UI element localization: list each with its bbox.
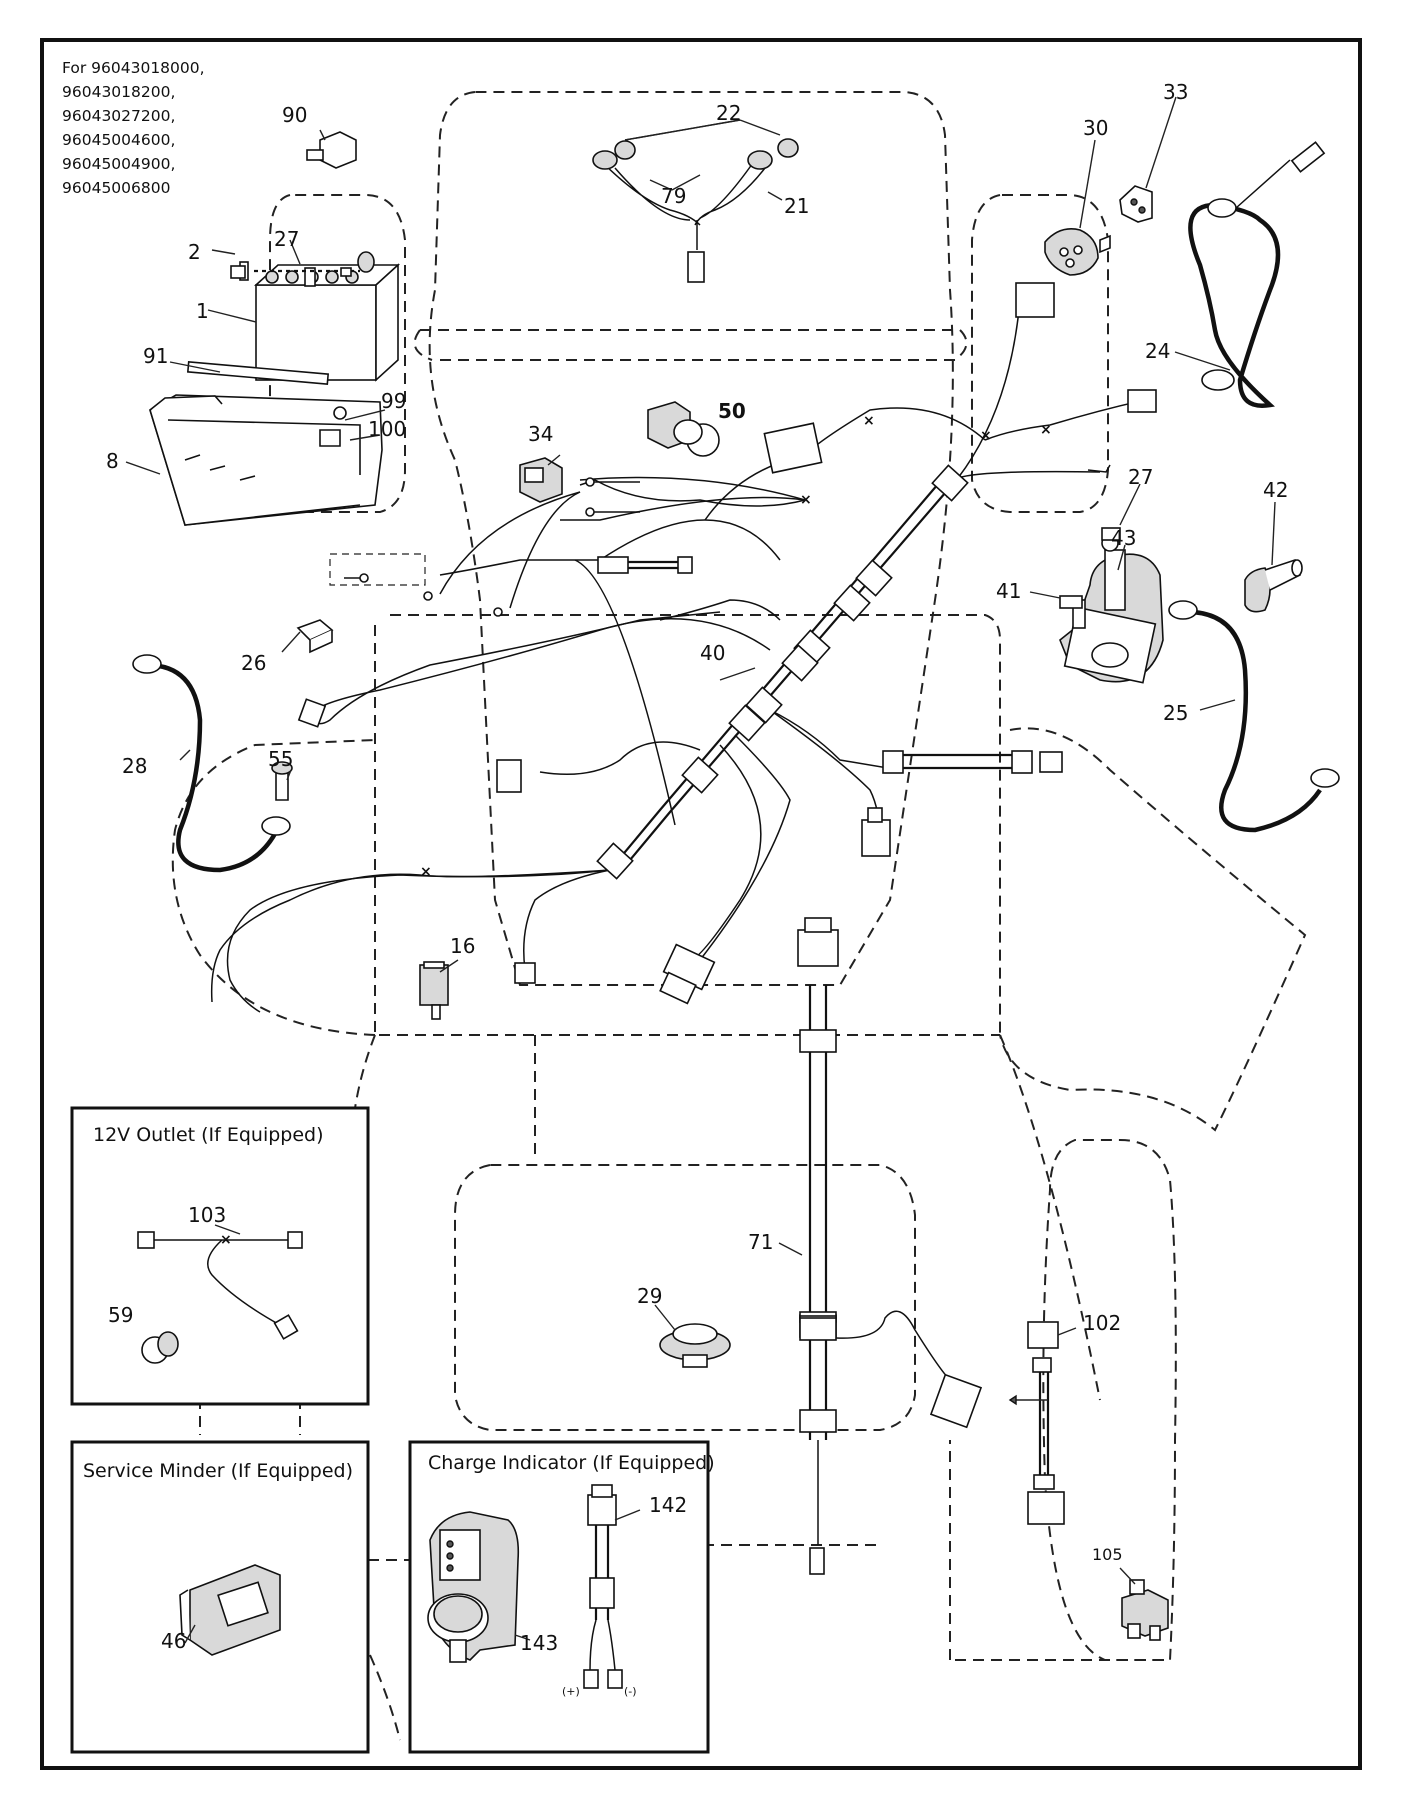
battery-cable-24 [1188, 141, 1326, 408]
callout-28: 28 [122, 754, 147, 778]
callout-43: 43 [1111, 526, 1136, 550]
svg-text:×: × [863, 413, 875, 429]
model-line: 96045006800 [62, 179, 171, 197]
callout-102: 102 [1083, 1311, 1121, 1335]
terminal-boot [1244, 558, 1303, 613]
svg-text:×: × [220, 1232, 232, 1248]
callout-numbers: 90 2 27 1 91 99 100 8 22 79 21 30 33 24 … [106, 80, 1288, 1655]
ignition-key [1119, 185, 1153, 223]
callout-42: 42 [1263, 478, 1288, 502]
ground-cable-28 [132, 654, 293, 873]
outlet-inset-title: 12V Outlet (If Equipped) [93, 1124, 324, 1146]
model-line: 96043018200, [62, 83, 176, 101]
battery-cable-25 [1168, 600, 1340, 833]
item-90-part [306, 131, 357, 169]
callout-30: 30 [1083, 116, 1108, 140]
callout-50: 50 [718, 399, 746, 423]
callout-71: 71 [748, 1230, 773, 1254]
callout-90: 90 [282, 103, 307, 127]
callout-79: 79 [661, 184, 686, 208]
callout-40: 40 [700, 641, 725, 665]
callout-27-battery: 27 [274, 227, 299, 251]
callout-105: 105 [1092, 1545, 1123, 1564]
fuse [296, 619, 334, 654]
item-105-part [1121, 1579, 1169, 1641]
svg-text:×: × [1040, 422, 1052, 438]
callout-8: 8 [106, 449, 119, 473]
callout-41: 41 [996, 579, 1021, 603]
negative-terminal-label: (-) [624, 1685, 637, 1698]
model-number-list: For 96043018000, 96043018200, 9604302720… [62, 56, 205, 200]
callout-2: 2 [188, 240, 201, 264]
battery-and-tray [149, 251, 401, 526]
callout-100: 100 [368, 417, 406, 441]
item-50-part [647, 401, 720, 457]
svg-text:×: × [980, 428, 992, 444]
leader-lines [125, 96, 1276, 1585]
callout-143: 143 [520, 1631, 558, 1655]
callout-34: 34 [528, 422, 553, 446]
callout-99: 99 [381, 389, 406, 413]
tractor-outline [171, 91, 1307, 1741]
callout-1: 1 [196, 299, 209, 323]
callout-21: 21 [784, 194, 809, 218]
callout-142: 142 [649, 1493, 687, 1517]
page-frame [40, 38, 1362, 1770]
callout-29: 29 [637, 1284, 662, 1308]
callout-27-solenoid: 27 [1128, 465, 1153, 489]
svg-text:×: × [800, 492, 812, 508]
main-wiring-harness: × × × × × [210, 282, 1157, 1013]
inset-charge-indicator: Charge Indicator (If Equipped) (+) (-) [408, 1440, 715, 1754]
callout-33: 33 [1163, 80, 1188, 104]
model-line: 96045004600, [62, 131, 176, 149]
item-29-part [659, 1323, 731, 1368]
callout-91: 91 [143, 344, 168, 368]
callout-103: 103 [188, 1203, 226, 1227]
callout-25: 25 [1163, 701, 1188, 725]
headlight-assembly [592, 138, 799, 283]
callout-59: 59 [108, 1303, 133, 1327]
ignition-switch [1044, 228, 1111, 276]
callout-22: 22 [716, 101, 741, 125]
item-102-harness [1008, 1321, 1065, 1525]
model-line: 96045004900, [62, 155, 176, 173]
callout-26: 26 [241, 651, 266, 675]
item-16-part [419, 961, 449, 1020]
svg-text:×: × [420, 864, 432, 880]
callout-16: 16 [450, 934, 475, 958]
callout-24: 24 [1145, 339, 1170, 363]
harness-71 [797, 917, 983, 1575]
callout-46: 46 [161, 1629, 186, 1653]
model-line: 96043027200, [62, 107, 176, 125]
pto-switch [519, 457, 563, 503]
charge-indicator-inset-title: Charge Indicator (If Equipped) [428, 1452, 715, 1474]
service-minder-inset-title: Service Minder (If Equipped) [83, 1460, 353, 1482]
inset-12v-outlet: 12V Outlet (If Equipped) × [70, 1106, 370, 1406]
model-line: For 96043018000, [62, 59, 205, 77]
positive-terminal-label: (+) [562, 1685, 580, 1698]
callout-55: 55 [268, 747, 293, 771]
starter-solenoid [1059, 527, 1164, 684]
inset-service-minder: Service Minder (If Equipped) [70, 1440, 370, 1754]
